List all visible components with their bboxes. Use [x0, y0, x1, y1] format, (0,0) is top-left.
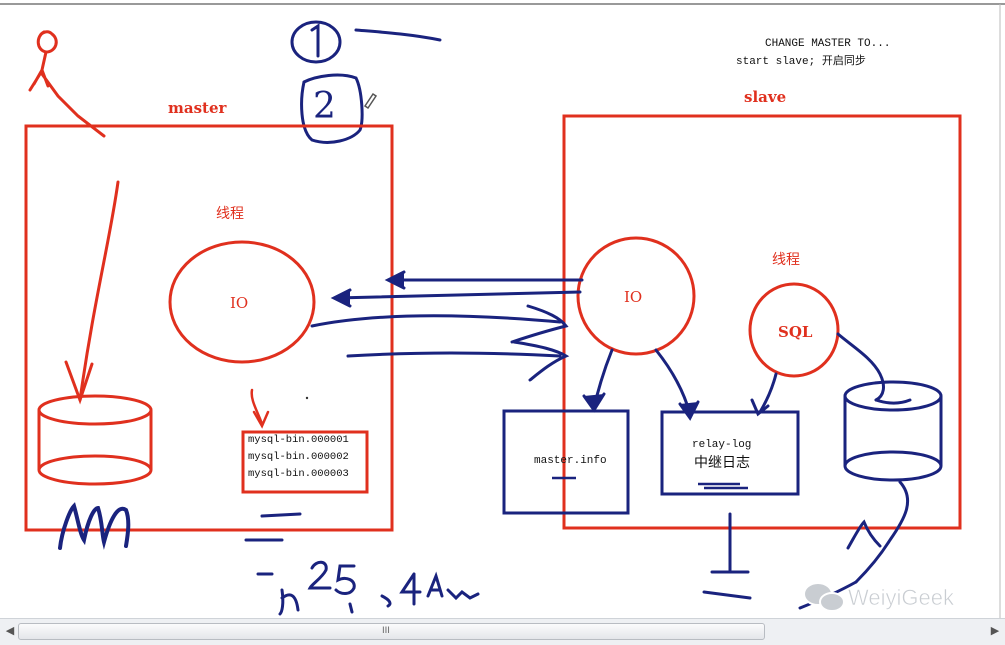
slave-thread-label: 线程: [772, 252, 800, 268]
relay-log-cn-label: 中继日志: [694, 455, 750, 471]
watermark-text: WeiyiGeek: [848, 585, 955, 610]
cmd-change-master: CHANGE MASTER TO...: [765, 38, 890, 50]
io-to-files-arrows: [584, 350, 698, 418]
relay-log-label: relay-log: [692, 439, 751, 451]
handwritten-m: [60, 506, 128, 548]
dot-mark: [306, 397, 308, 399]
scrollbar-grip-icon: III: [382, 624, 390, 639]
scrollbar-thumb[interactable]: III: [18, 623, 765, 640]
user-write-arrow: [66, 182, 118, 400]
slave-io-request-arrows: [334, 272, 582, 306]
binlog-file-2: mysql-bin.000002: [248, 451, 349, 463]
slave-sql-label: SQL: [778, 323, 813, 341]
step-1-marker: [292, 22, 440, 62]
slave-io-label: IO: [624, 288, 642, 306]
binlog-file-1: mysql-bin.000001: [248, 434, 349, 446]
scroll-left-arrow-icon[interactable]: ◀: [2, 623, 18, 639]
master-io-label: IO: [230, 294, 248, 312]
pencil-icon: [365, 94, 376, 108]
sql-thread-arrows: [752, 334, 910, 414]
binlog-file-3: mysql-bin.000003: [248, 468, 349, 480]
relay-log-box: [662, 412, 798, 494]
master-info-label: master.info: [534, 455, 607, 467]
slave-box: [564, 116, 960, 528]
user-figure: [30, 32, 104, 136]
handwritten-numbers: [258, 562, 478, 614]
relay-log-underline: [698, 484, 748, 488]
binlog-transfer-arrows: [312, 306, 566, 380]
slave-title: slave: [744, 88, 786, 106]
wechat-icon: [804, 583, 844, 611]
horizontal-scrollbar[interactable]: ◀ III ▶: [0, 618, 1005, 645]
master-underline-marks: [246, 514, 300, 540]
master-thread-label: 线程: [216, 206, 244, 222]
master-database-icon: [39, 396, 151, 484]
slave-database-icon: [845, 382, 941, 480]
step-2-label: 2: [313, 86, 336, 127]
scroll-right-arrow-icon[interactable]: ▶: [987, 623, 1003, 639]
binlog-write-arrow: [252, 390, 268, 426]
cmd-start-slave: start slave; 开启同步: [736, 54, 866, 68]
master-title: master: [168, 99, 228, 117]
